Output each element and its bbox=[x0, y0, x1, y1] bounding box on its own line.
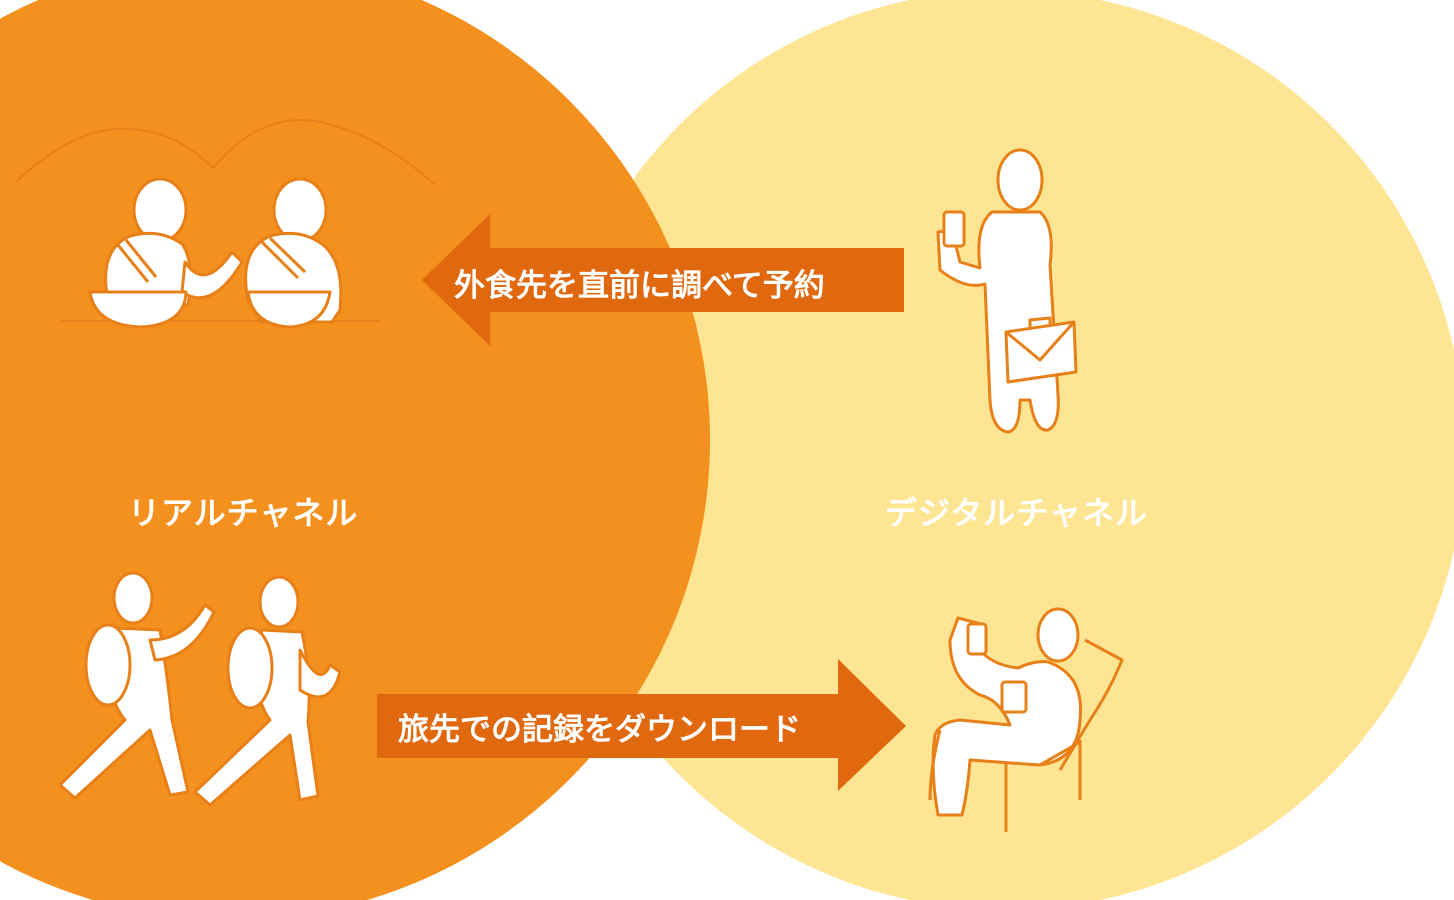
relaxing-person-with-phone-icon bbox=[928, 607, 1124, 832]
digital-channel-label: デジタルチャネル bbox=[885, 494, 1149, 532]
walking-travelers-icon bbox=[58, 571, 342, 807]
arrow-to-real-label: 外食先を直前に調べて予約 bbox=[454, 267, 825, 304]
real-channel-label: リアルチャネル bbox=[128, 494, 359, 532]
arrow-to-digital-label: 旅先での記録をダウンロード bbox=[398, 711, 801, 748]
diners-at-table-icon bbox=[14, 118, 436, 329]
arrow-to-digital-channel bbox=[377, 659, 906, 791]
businessman-with-phone-icon bbox=[936, 148, 1078, 434]
arrow-to-real-channel bbox=[422, 214, 904, 346]
